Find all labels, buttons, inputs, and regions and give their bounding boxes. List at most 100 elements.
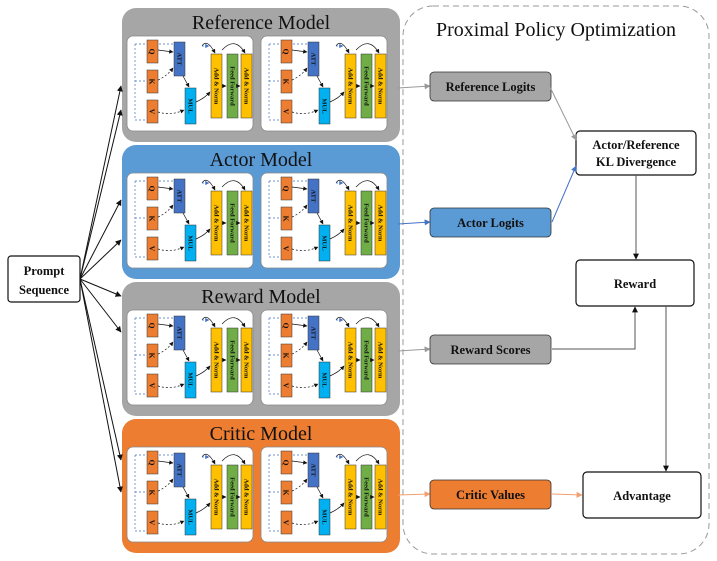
reward-label: Reward xyxy=(614,277,656,291)
feed-forward-label: Feed Forward xyxy=(229,340,236,380)
q-label: Q xyxy=(148,323,157,329)
output-node-label: Reward Scores xyxy=(451,343,531,357)
v-projection xyxy=(146,236,159,261)
prompt-line1: Prompt xyxy=(24,264,66,278)
add-norm-label: Add & Norm xyxy=(243,342,250,379)
v-to-mul-arrow xyxy=(291,383,319,388)
att-to-mul-arrow xyxy=(182,349,190,362)
residual-arrow xyxy=(201,453,216,465)
mul-to-addnorm-arrow xyxy=(195,228,211,240)
q-label: Q xyxy=(148,49,157,55)
add-norm-block xyxy=(240,464,253,530)
add-norm-block xyxy=(240,53,253,119)
q-projection xyxy=(280,313,293,338)
mul-block xyxy=(184,498,197,536)
model-title: Actor Model xyxy=(210,149,313,171)
mul-block xyxy=(184,224,197,262)
model-title: Reference Model xyxy=(192,12,331,34)
v-projection xyxy=(280,99,293,124)
q-to-att-arrow xyxy=(291,323,308,328)
v-label: V xyxy=(282,520,291,526)
output-node-bg xyxy=(429,334,552,365)
v-projection xyxy=(280,236,293,261)
advantage-box: Advantage xyxy=(582,471,702,519)
add-norm-label: Add & Norm xyxy=(347,342,354,379)
q-projection xyxy=(146,450,159,475)
output-node-bg xyxy=(429,71,552,102)
add-norm-label: Add & Norm xyxy=(243,479,250,516)
v-to-mul-arrow xyxy=(291,246,319,251)
output-node-bg xyxy=(429,479,552,510)
kl-line2: KL Divergence xyxy=(596,155,677,169)
residual-arrow xyxy=(355,317,380,328)
mul-label: MUL xyxy=(187,235,194,251)
add-norm-label: Add & Norm xyxy=(213,68,220,105)
ppo-title: Proximal Policy Optimization xyxy=(436,19,676,41)
att-label: ATT xyxy=(176,53,183,67)
mul-block xyxy=(318,87,331,125)
residual-arrow xyxy=(201,316,216,328)
output-node-bg xyxy=(429,207,552,238)
k-projection xyxy=(146,206,159,231)
k-to-att-arrow xyxy=(157,204,174,218)
k-label: K xyxy=(282,353,291,359)
mul-label: MUL xyxy=(187,509,194,525)
v-to-mul-arrow xyxy=(157,520,185,525)
att-block xyxy=(173,315,186,351)
output-node-label: Actor Logits xyxy=(457,216,524,230)
residual-arrow xyxy=(335,453,350,465)
mul-label: MUL xyxy=(321,372,328,388)
feed-forward-label: Feed Forward xyxy=(229,477,236,517)
mul-block xyxy=(318,361,331,399)
q-label: Q xyxy=(282,186,291,192)
q-to-att-arrow xyxy=(157,323,174,328)
k-label: K xyxy=(282,216,291,222)
residual-arrow xyxy=(335,42,350,54)
att-label: ATT xyxy=(176,327,183,341)
residual-arrow xyxy=(355,454,380,465)
att-to-mul-arrow xyxy=(316,349,324,362)
output-node-critic-values: Critic Values xyxy=(429,479,552,510)
v-label: V xyxy=(282,109,291,115)
model-title: Reward Model xyxy=(201,286,321,308)
add-norm-block xyxy=(374,190,387,256)
att-to-mul-arrow xyxy=(316,486,324,499)
residual-arrow xyxy=(201,42,216,54)
k-label: K xyxy=(148,490,157,496)
att-label: ATT xyxy=(310,190,317,204)
q-projection xyxy=(146,176,159,201)
k-projection xyxy=(280,206,293,231)
k-projection xyxy=(280,480,293,505)
v-label: V xyxy=(282,383,291,389)
q-to-att-arrow xyxy=(157,460,174,465)
q-label: Q xyxy=(148,460,157,466)
q-to-att-arrow xyxy=(291,49,308,54)
v-label: V xyxy=(148,520,157,526)
k-to-att-arrow xyxy=(291,478,308,492)
k-label: K xyxy=(148,79,157,85)
att-to-mul-arrow xyxy=(182,75,190,88)
add-norm-label: Add & Norm xyxy=(347,205,354,242)
residual-arrow xyxy=(221,43,246,54)
att-label: ATT xyxy=(176,464,183,478)
q-projection xyxy=(146,313,159,338)
att-block xyxy=(307,452,320,488)
k-projection xyxy=(146,69,159,94)
v-projection xyxy=(280,510,293,535)
add-norm-label: Add & Norm xyxy=(347,68,354,105)
add-norm-label: Add & Norm xyxy=(243,205,250,242)
feed-forward-label: Feed Forward xyxy=(363,203,370,243)
v-label: V xyxy=(282,246,291,252)
v-projection xyxy=(280,373,293,398)
mul-block xyxy=(184,361,197,399)
add-norm-label: Add & Norm xyxy=(377,68,384,105)
add-norm-block xyxy=(240,327,253,393)
mul-to-addnorm-arrow xyxy=(329,502,345,514)
add-norm-label: Add & Norm xyxy=(377,342,384,379)
mul-block xyxy=(318,224,331,262)
mul-to-addnorm-arrow xyxy=(195,365,211,377)
v-label: V xyxy=(148,246,157,252)
